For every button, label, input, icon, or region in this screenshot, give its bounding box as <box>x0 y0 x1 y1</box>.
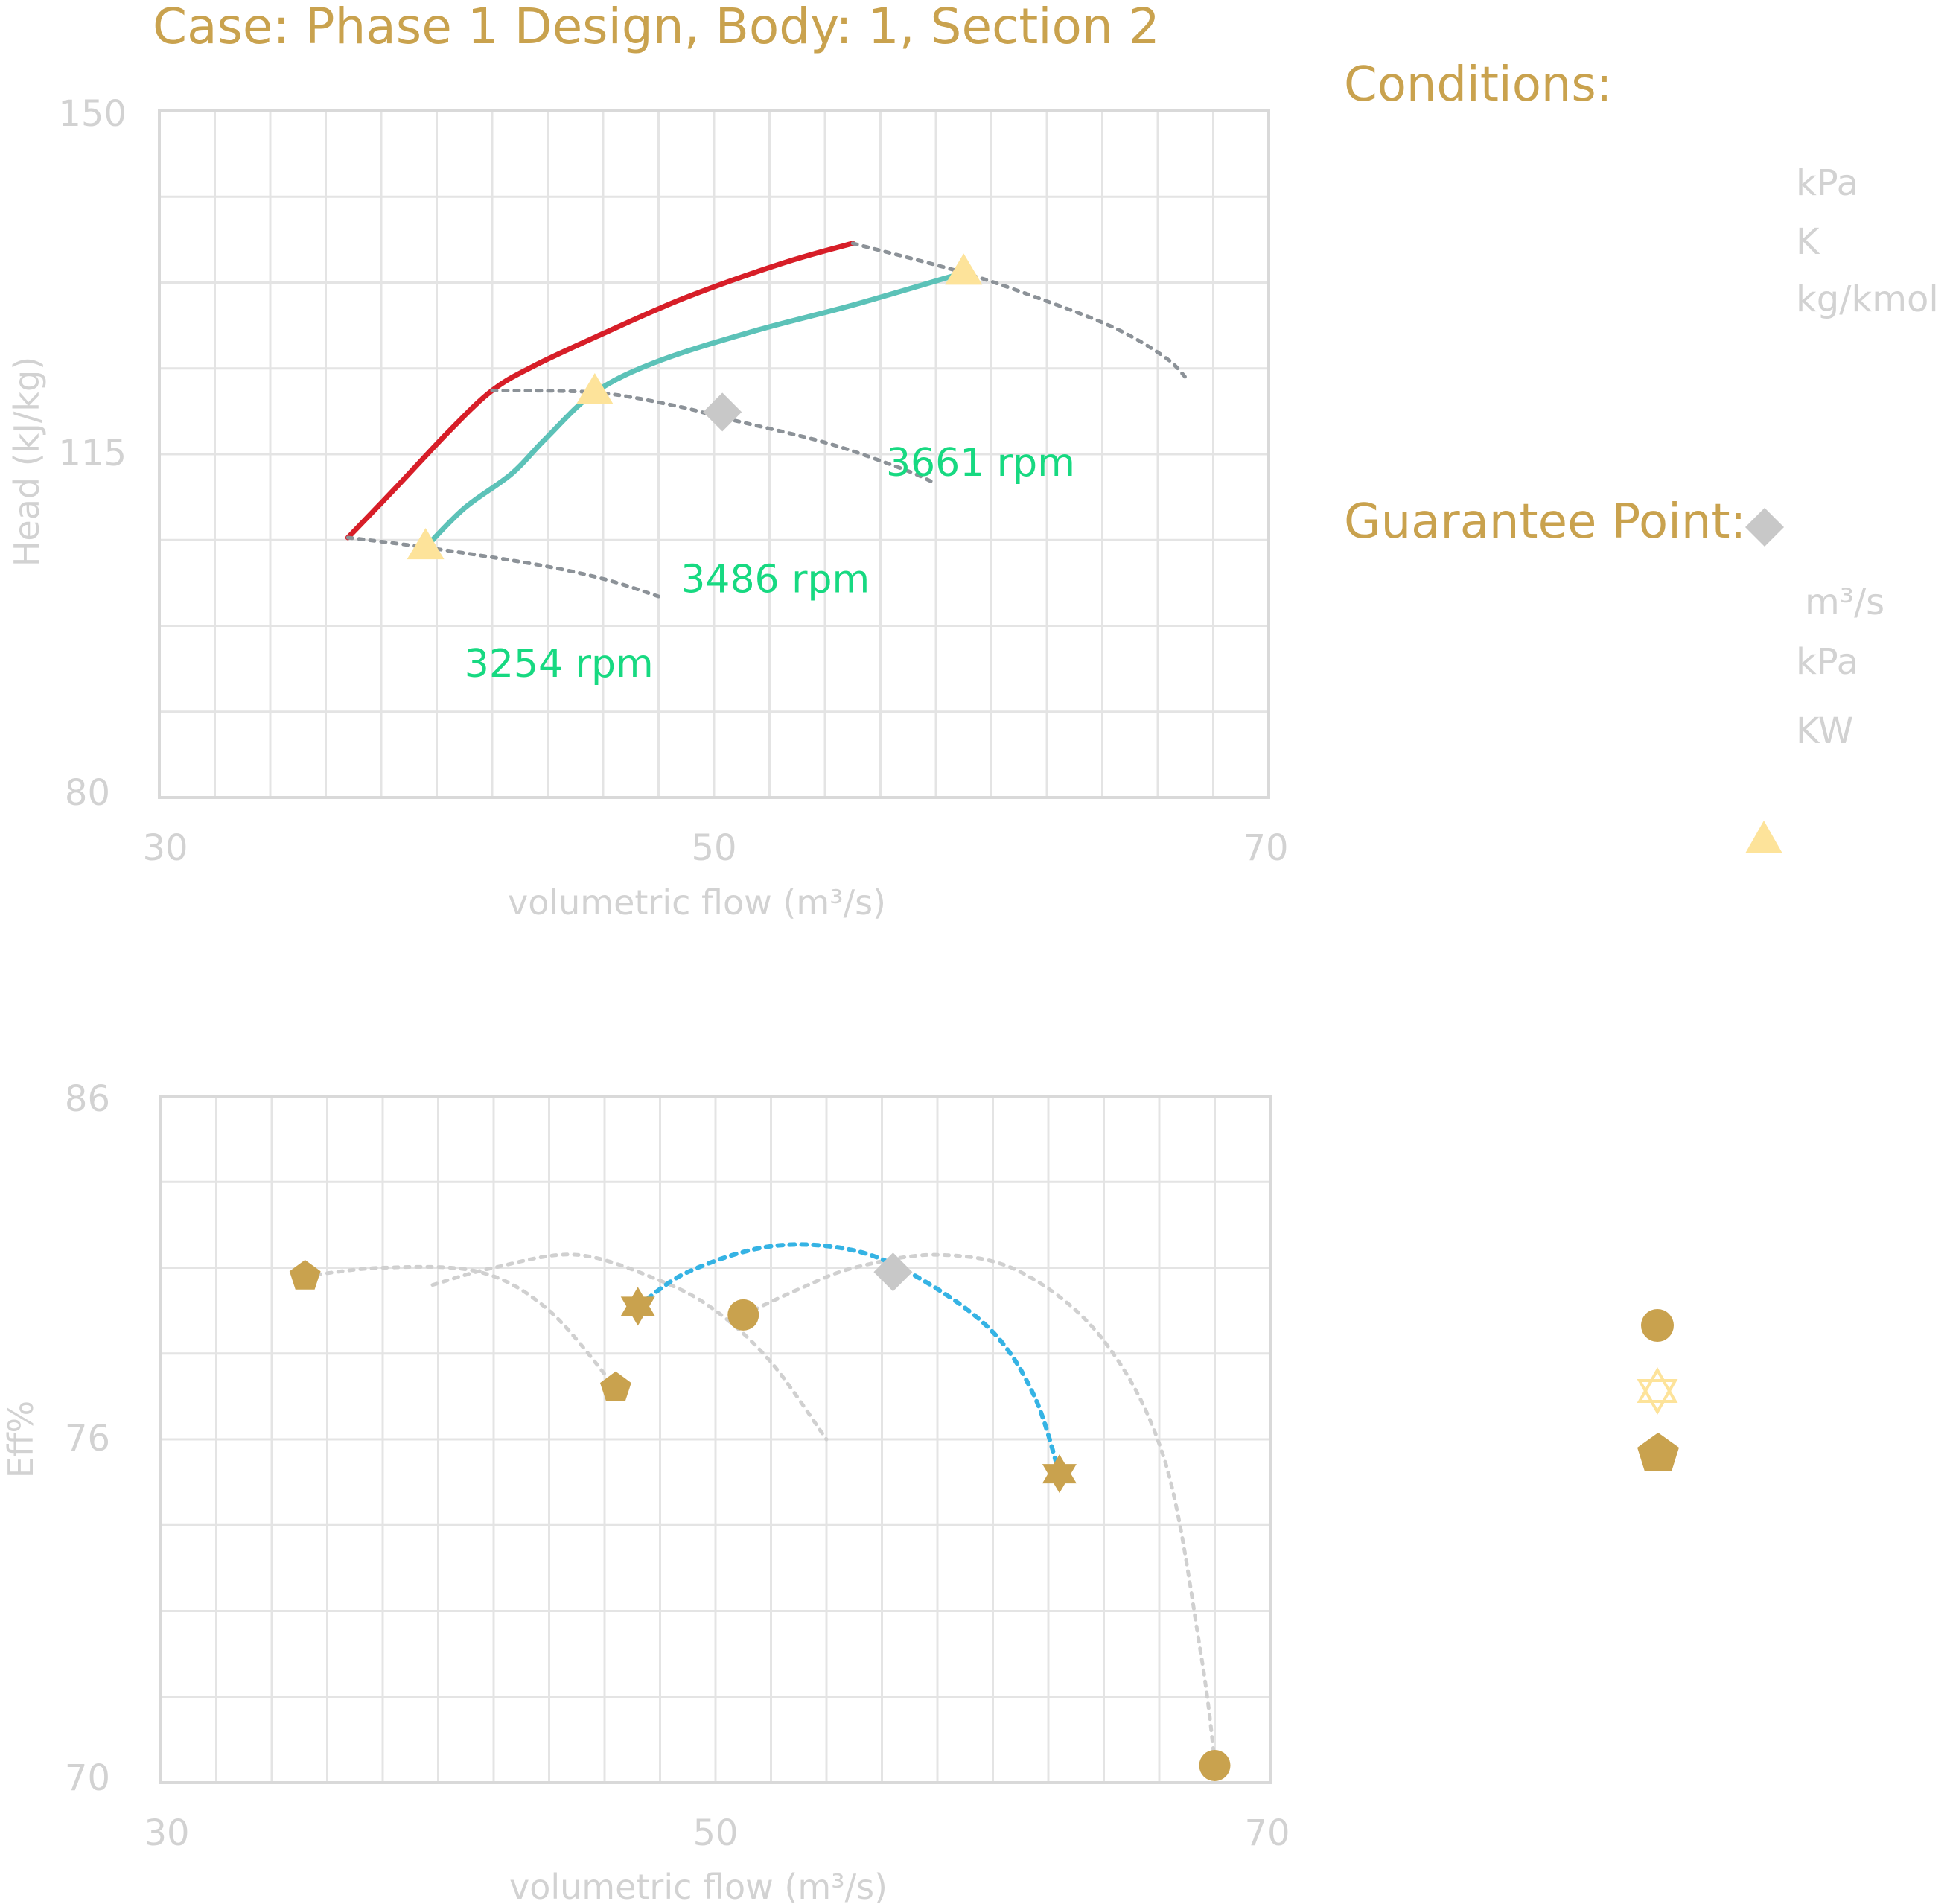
figure-title: Case: Phase 1 Design, Body: 1, Section 2 <box>153 0 1160 55</box>
head-chart-frame <box>158 109 1270 799</box>
conditions-unit-temperature: K <box>1796 221 1820 263</box>
eff-x-tick-70: 70 <box>1244 1812 1290 1854</box>
efficiency-curve-2 <box>741 1252 1217 1763</box>
head-marker-triangle-1 <box>576 373 614 405</box>
guarantee-heading: Guarantee Point: <box>1344 494 1746 550</box>
head-series-layer <box>345 241 1191 599</box>
conditions-unit-pressure: kPa <box>1796 162 1858 204</box>
eff-marker-hexagram-3 <box>1042 1454 1077 1494</box>
guarantee-unit-pressure: kPa <box>1796 641 1858 683</box>
eff-y-tick-70: 70 <box>65 1757 110 1799</box>
guarantee-panel: Guarantee Point: m³/s kPa KW <box>1344 494 1884 752</box>
eff-y-tick-86: 86 <box>65 1078 110 1120</box>
efficiency-curve-1 <box>430 1252 829 1442</box>
conditions-heading: Conditions: <box>1344 57 1612 112</box>
legend-guarantee-diamond-icon <box>1745 508 1784 547</box>
eff-y-tick-76: 76 <box>65 1418 110 1459</box>
eff-marker-circle-5 <box>1199 1749 1231 1781</box>
eff-x-tick-50: 50 <box>692 1812 738 1854</box>
eff-series-layer <box>303 1242 1217 1763</box>
eff-y-axis-label: Eff% <box>1 1401 41 1478</box>
eff-marker-hexagram-2 <box>620 1287 655 1326</box>
eff-x-axis-label: volumetric flow (m³/s) <box>509 1867 888 1904</box>
head-x-tick-70: 70 <box>1243 827 1288 869</box>
head-marker-triangle-0 <box>407 528 445 560</box>
legend-hexagram-outline-icon <box>1637 1366 1678 1416</box>
speed-curve-3661-rpm <box>850 241 1191 383</box>
head-y-tick-80: 80 <box>65 772 110 814</box>
efficiency-chart-grid <box>161 1096 1270 1783</box>
efficiency-curve-0 <box>303 1264 618 1390</box>
speed-label-3254-rpm: 3254 rpm <box>465 642 654 687</box>
efficiency-chart: 86 76 70 30 50 70 volumetric flow (m³/s)… <box>1 1078 1290 1904</box>
head-marker-layer <box>407 253 983 560</box>
head-x-tick-30: 30 <box>142 827 188 869</box>
legend <box>1637 508 1784 1471</box>
head-chart: 150 115 80 30 50 70 volumetric flow (m³/… <box>7 93 1289 923</box>
eff-marker-hexagram-2-down <box>620 1296 655 1326</box>
eff-marker-circle-4 <box>727 1299 759 1331</box>
guarantee-unit-flow: m³/s <box>1805 582 1884 623</box>
eff-marker-hexagram-3-down <box>1042 1464 1077 1494</box>
legend-circle-icon <box>1641 1309 1674 1342</box>
head-y-tick-150: 150 <box>58 93 127 135</box>
speed-label-3486-rpm: 3486 rpm <box>681 558 870 602</box>
speed-label-3661-rpm: 3661 rpm <box>886 441 1075 485</box>
legend-pentagon-icon <box>1637 1433 1679 1471</box>
head-speed-labels: 3254 rpm 3486 rpm 3661 rpm <box>465 441 1075 687</box>
head-y-tick-115: 115 <box>58 433 127 474</box>
head-x-axis-label: volumetric flow (m³/s) <box>508 882 886 923</box>
guarantee-unit-power: KW <box>1796 710 1853 752</box>
eff-marker-diamond-6 <box>873 1252 913 1292</box>
head-chart-grid <box>159 111 1269 797</box>
surge-line <box>345 241 855 541</box>
eff-marker-pentagon-1 <box>600 1371 631 1401</box>
legend-triangle-icon <box>1745 821 1782 853</box>
speed-curve-3254-rpm <box>345 535 660 599</box>
head-marker-triangle-2 <box>945 253 983 285</box>
head-marker-diamond-3 <box>703 392 742 432</box>
eff-marker-layer <box>289 1252 1231 1781</box>
conditions-unit-molweight: kg/kmol <box>1796 278 1939 320</box>
efficiency-chart-frame <box>159 1095 1272 1784</box>
eff-marker-pentagon-0 <box>289 1260 321 1290</box>
operating-line <box>423 270 966 550</box>
head-x-tick-50: 50 <box>691 827 736 869</box>
head-y-axis-label: Head (kJ/kg) <box>7 357 47 567</box>
eff-x-tick-30: 30 <box>144 1812 189 1854</box>
conditions-panel: Conditions: kPa K kg/kmol <box>1344 57 1939 320</box>
